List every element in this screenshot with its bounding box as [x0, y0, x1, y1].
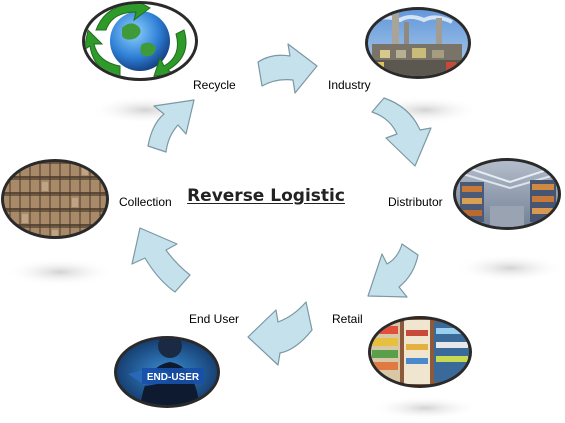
flow-arrow-retail-to-end-user: [247, 301, 313, 366]
shadow: [5, 258, 115, 286]
flow-arrow-collection-to-recycle: [147, 99, 195, 153]
end-user-image-text: END-USER: [147, 372, 200, 383]
node-label-recycle: Recycle: [193, 78, 236, 92]
recycle-picture: [82, 1, 198, 81]
node-label-collection: Collection: [119, 195, 172, 209]
node-label-retail: Retail: [332, 312, 363, 326]
recycle-arrow-icon: [95, 4, 151, 31]
distributor-picture: [453, 158, 561, 230]
flow-arrow-distributor-to-retail: [367, 243, 419, 298]
shadow: [455, 254, 565, 282]
end-user-picture: END-USER: [114, 336, 220, 408]
shadow: [370, 396, 480, 420]
node-label-industry: Industry: [328, 78, 371, 92]
recycle-arrow-icon: [153, 29, 187, 77]
flow-arrow-end-user-to-collection: [131, 227, 191, 293]
industry-picture: [365, 7, 471, 79]
flow-arrow-recycle-to-industry: [257, 43, 318, 94]
node-label-end-user: End User: [189, 312, 240, 326]
flow-arrow-industry-to-distributor: [371, 97, 432, 167]
retail-picture: [368, 316, 472, 388]
diagram-title: Reverse Logistic: [187, 186, 345, 206]
collection-picture: [1, 159, 109, 239]
node-label-distributor: Distributor: [388, 195, 443, 209]
